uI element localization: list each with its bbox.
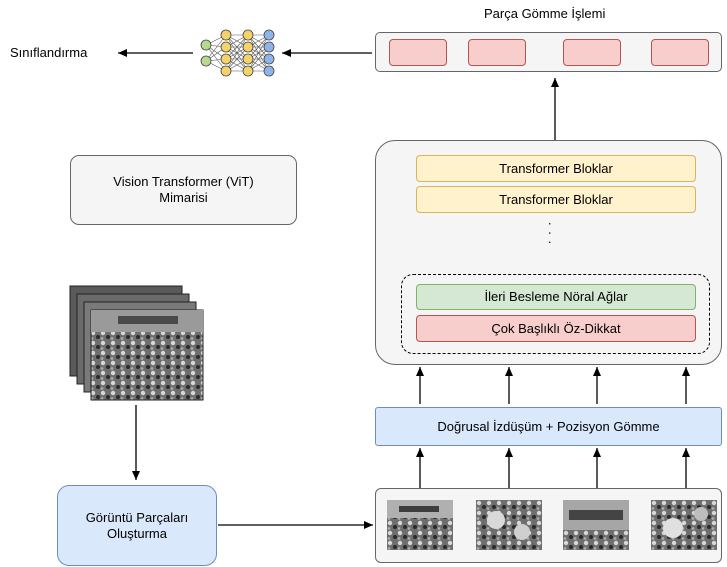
vit-architecture-title-box: Vision Transformer (ViT) Mimarisi xyxy=(70,155,297,225)
patch-embedding-cell xyxy=(389,39,447,66)
feedforward-network-block: İleri Besleme Nöral Ağlar xyxy=(416,284,696,310)
transformer-block: Transformer Bloklar xyxy=(416,155,696,182)
linear-projection-block: Doğrusal İzdüşüm + Pozisyon Gömme xyxy=(375,407,722,446)
ellipsis-vertical: . . . xyxy=(546,222,561,246)
multi-head-attention-block: Çok Başlıklı Öz-Dikkat xyxy=(416,315,696,342)
patch-creation-line2: Oluşturma xyxy=(107,525,167,541)
transformer-block: Transformer Bloklar xyxy=(416,186,696,213)
image-patch xyxy=(387,500,453,550)
image-stack-icon xyxy=(69,285,204,401)
patch-embedding-title: Parça Gömme İşlemi xyxy=(484,6,606,21)
neural-network-icon xyxy=(200,29,275,77)
encoder-layer-group xyxy=(401,274,710,354)
image-patch xyxy=(476,500,542,550)
patch-creation-line1: Görüntü Parçaları xyxy=(85,509,189,525)
vit-title-line2: Mimarisi xyxy=(159,190,208,205)
patch-creation-block: Görüntü Parçaları Oluşturma xyxy=(57,485,217,566)
vit-title-line1: Vision Transformer (ViT) xyxy=(113,174,254,189)
patch-embedding-cell xyxy=(651,39,709,66)
patch-embedding-cell xyxy=(563,39,621,66)
patch-embedding-cell xyxy=(468,39,526,66)
image-patch xyxy=(563,500,629,550)
image-patch xyxy=(651,500,717,550)
classification-label: Sınıflandırma xyxy=(10,45,88,60)
